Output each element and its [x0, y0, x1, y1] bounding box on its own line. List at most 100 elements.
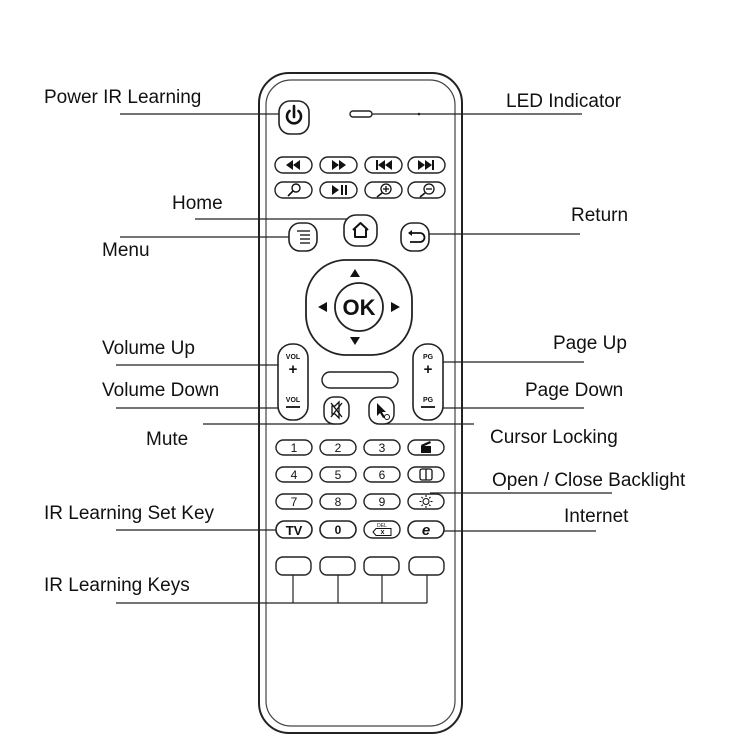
key-0-label: 0: [335, 523, 342, 537]
cursor-icon: [377, 403, 390, 420]
arrow-left-icon[interactable]: [318, 302, 327, 312]
key-0[interactable]: 0: [319, 520, 357, 539]
volume-rocker[interactable]: VOL + VOL: [277, 343, 309, 421]
backlight-key[interactable]: [407, 493, 445, 510]
remote-outline: [258, 72, 463, 734]
label-backlight: Open / Close Backlight: [492, 470, 686, 491]
next-icon: [418, 160, 434, 170]
power-button[interactable]: [278, 100, 310, 135]
return-button[interactable]: [400, 222, 430, 252]
page-up-icon: +: [424, 361, 433, 378]
key-2-label: 2: [335, 441, 342, 455]
clapper-key[interactable]: [407, 439, 445, 456]
ir-key-1[interactable]: [275, 556, 312, 576]
label-internet: Internet: [564, 506, 629, 527]
previous-icon: [376, 160, 392, 170]
label-cursor-locking: Cursor Locking: [490, 427, 618, 448]
window-key[interactable]: [407, 466, 445, 483]
tv-key[interactable]: TV: [275, 520, 313, 539]
label-home: Home: [172, 193, 223, 214]
home-icon: [352, 222, 369, 238]
number-pad: 1 2 3 4 5 6: [275, 439, 445, 539]
key-1-label: 1: [291, 441, 298, 455]
arrow-up-icon[interactable]: [350, 269, 360, 277]
fast-forward-button[interactable]: [319, 156, 358, 174]
key-5-label: 5: [335, 468, 342, 482]
mic-hole: [417, 112, 421, 116]
key-6-label: 6: [379, 468, 386, 482]
zoom-in-button[interactable]: [364, 181, 403, 199]
label-volume-up: Volume Up: [102, 338, 195, 359]
ir-key-2[interactable]: [319, 556, 356, 576]
search-button[interactable]: [274, 181, 313, 199]
zoom-out-button[interactable]: [407, 181, 446, 199]
internet-icon: e: [422, 522, 430, 539]
rewind-button[interactable]: [274, 156, 313, 174]
label-mute: Mute: [146, 429, 189, 450]
zoom-in-icon: [380, 183, 392, 195]
menu-icon: [297, 230, 310, 244]
delete-key[interactable]: DEL: [363, 520, 401, 539]
key-3-label: 3: [379, 441, 386, 455]
center-pill-key[interactable]: [321, 371, 399, 389]
cursor-lock-button[interactable]: [368, 396, 395, 425]
page-rocker[interactable]: PG + PG: [412, 343, 444, 421]
play-pause-button[interactable]: [319, 181, 358, 199]
search-icon: [291, 183, 301, 193]
clapperboard-icon: [421, 441, 431, 453]
key-3[interactable]: 3: [363, 439, 401, 456]
backlight-icon: [419, 495, 433, 508]
rewind-icon: [286, 160, 300, 170]
media-row-1: [274, 156, 446, 174]
ir-learning-keys: [275, 556, 445, 576]
mute-button[interactable]: [323, 396, 350, 425]
key-5[interactable]: 5: [319, 466, 357, 483]
media-row-2: [274, 181, 446, 199]
pg-label-bottom: PG: [423, 397, 434, 404]
return-icon: [409, 232, 426, 243]
label-ir-learning-set-key: IR Learning Set Key: [44, 503, 215, 524]
pg-label-top: PG: [423, 354, 434, 361]
label-page-down: Page Down: [525, 380, 624, 401]
internet-key[interactable]: e: [407, 520, 445, 539]
arrow-down-icon[interactable]: [350, 337, 360, 345]
led-indicator: [349, 110, 373, 118]
key-8[interactable]: 8: [319, 493, 357, 510]
vol-label-bottom: VOL: [286, 397, 301, 404]
menu-button[interactable]: [288, 222, 318, 252]
key-1[interactable]: 1: [275, 439, 313, 456]
del-label: DEL: [377, 523, 387, 529]
label-return: Return: [571, 205, 629, 226]
label-power-ir-learning: Power IR Learning: [44, 87, 202, 108]
window-icon: [419, 468, 433, 481]
ok-label: OK: [343, 295, 376, 320]
home-button[interactable]: [343, 214, 378, 247]
key-8-label: 8: [335, 495, 342, 509]
ok-button[interactable]: OK: [334, 282, 384, 332]
key-6[interactable]: 6: [363, 466, 401, 483]
volume-up-icon: +: [289, 361, 298, 378]
leader-lines: [116, 113, 612, 604]
vol-label-top: VOL: [286, 354, 301, 361]
key-2[interactable]: 2: [319, 439, 357, 456]
key-7-label: 7: [291, 495, 298, 509]
key-4[interactable]: 4: [275, 466, 313, 483]
ir-key-3[interactable]: [363, 556, 400, 576]
label-volume-down: Volume Down: [102, 380, 220, 401]
key-9[interactable]: 9: [363, 493, 401, 510]
fast-forward-icon: [332, 160, 346, 170]
arrow-right-icon[interactable]: [391, 302, 400, 312]
key-7[interactable]: 7: [275, 493, 313, 510]
dpad[interactable]: OK: [305, 259, 413, 356]
previous-button[interactable]: [364, 156, 403, 174]
backspace-icon: [372, 528, 392, 536]
next-button[interactable]: [407, 156, 446, 174]
tv-key-label: TV: [286, 523, 303, 538]
ir-key-4[interactable]: [408, 556, 445, 576]
label-menu: Menu: [102, 240, 150, 261]
label-ir-learning-keys: IR Learning Keys: [44, 575, 190, 596]
label-page-up: Page Up: [553, 333, 627, 354]
play-pause-icon: [332, 185, 339, 195]
